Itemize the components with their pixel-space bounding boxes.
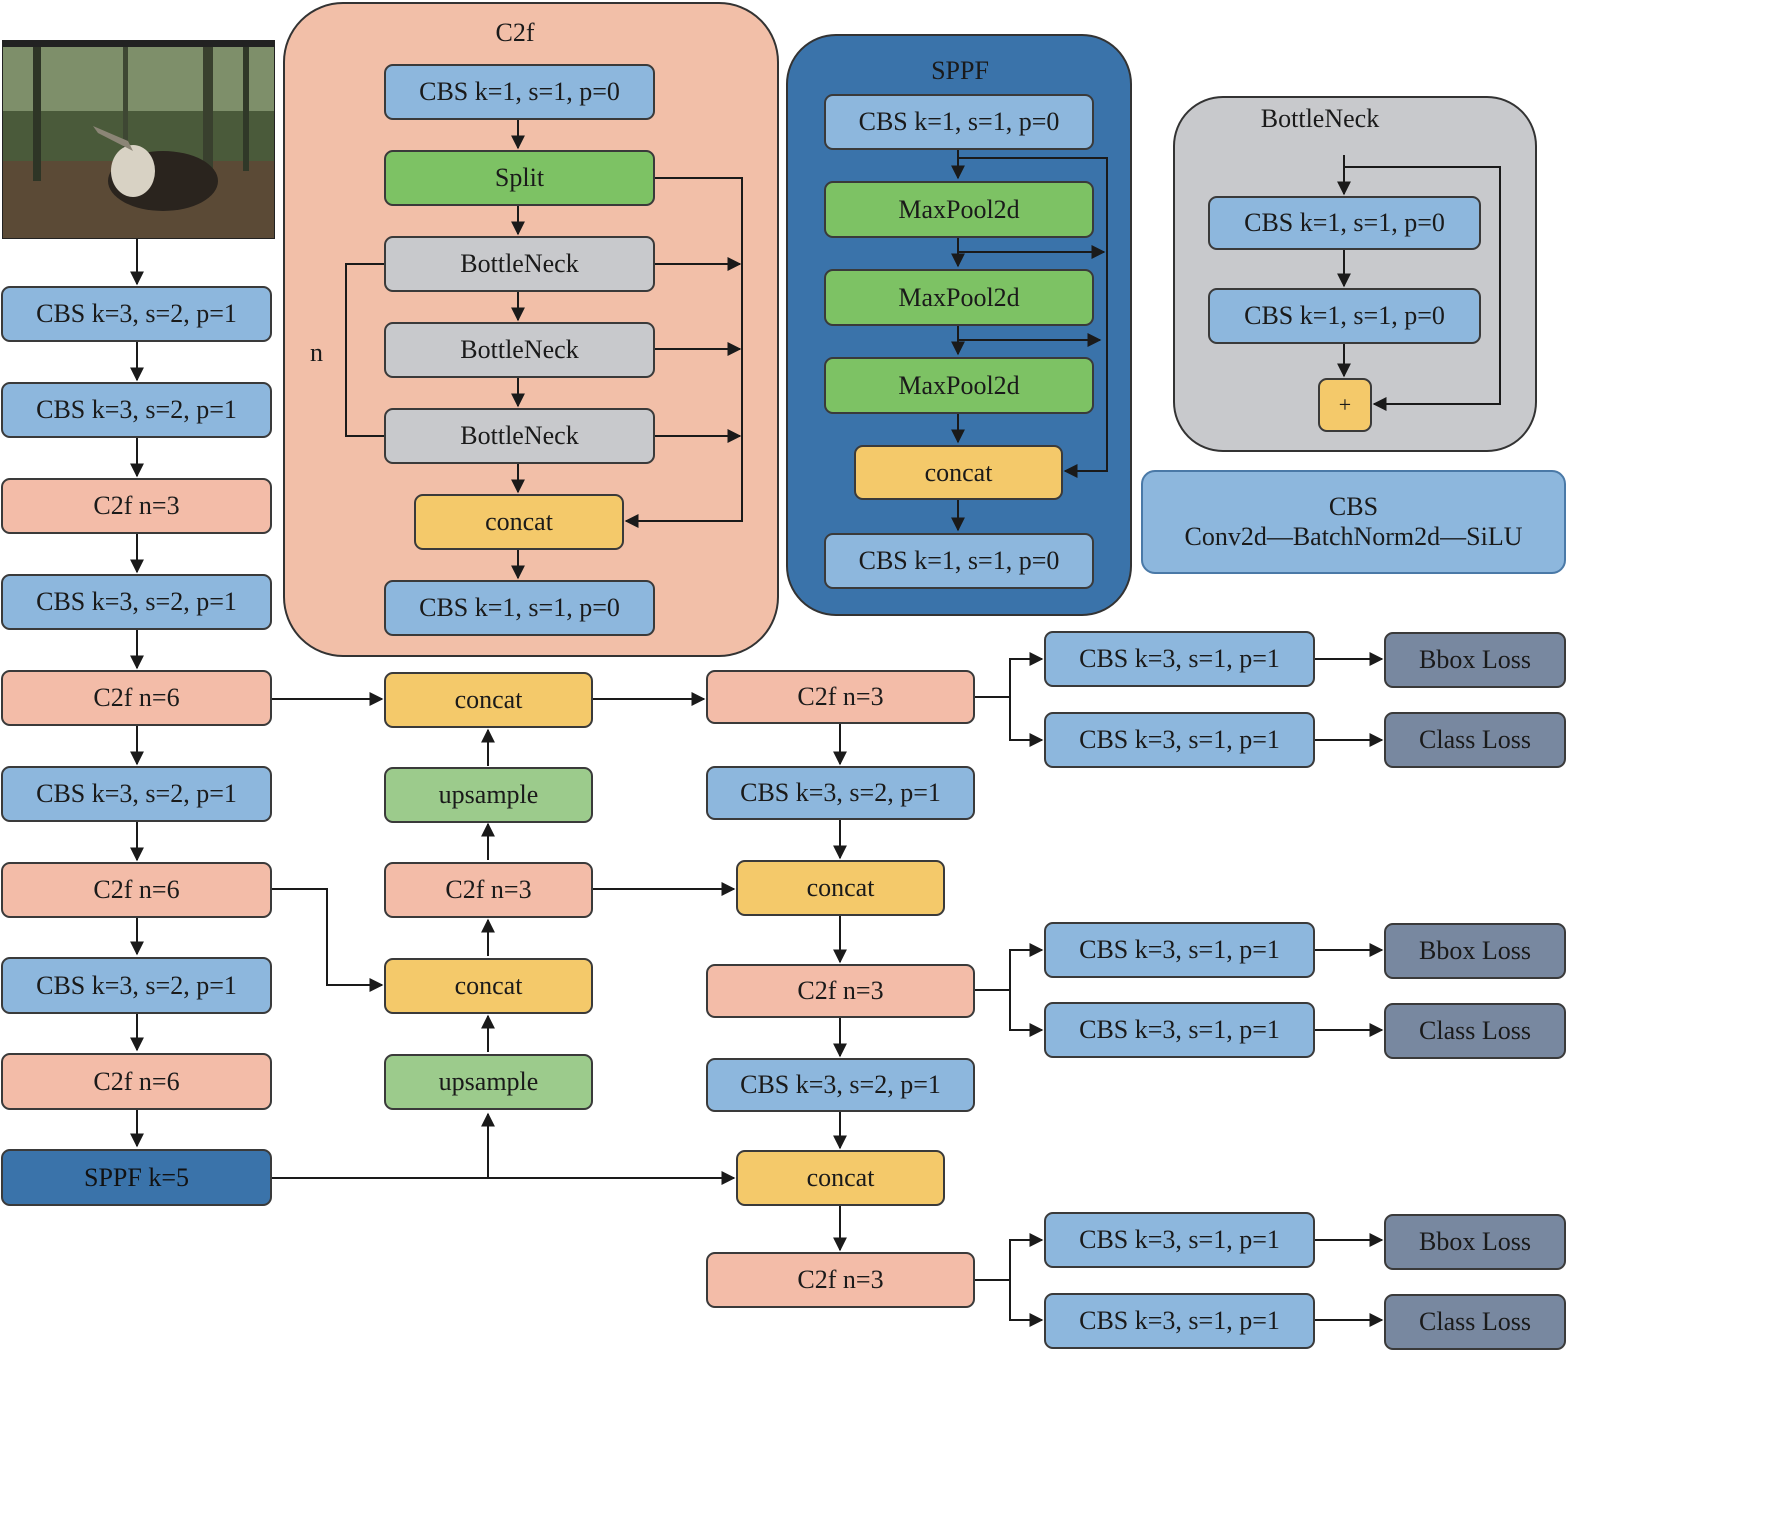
head-c2f-c: C2f n=3 [706, 1252, 975, 1308]
bottleneck-module-cbs-2: CBS k=1, s=1, p=0 [1208, 288, 1481, 344]
backbone-cbs-2: CBS k=3, s=2, p=1 [1, 382, 272, 438]
det3-cbs-bottom: CBS k=3, s=1, p=1 [1044, 1293, 1315, 1349]
det1-bbox-loss: Bbox Loss [1384, 632, 1566, 688]
neck-upsample-bottom: upsample [384, 1054, 593, 1110]
sppf-module-cbs-out: CBS k=1, s=1, p=0 [824, 533, 1094, 589]
sppf-module-cbs-in: CBS k=1, s=1, p=0 [824, 94, 1094, 150]
head-cbs-a: CBS k=3, s=2, p=1 [706, 766, 975, 820]
c2f-module-cbs-in: CBS k=1, s=1, p=0 [384, 64, 655, 120]
sppf-module-maxpool-1: MaxPool2d [824, 181, 1094, 238]
bottleneck-module-cbs-1: CBS k=1, s=1, p=0 [1208, 196, 1481, 250]
backbone-cbs-4: CBS k=3, s=2, p=1 [1, 766, 272, 822]
input-camera-trap-image [2, 40, 275, 239]
c2f-module-cbs-out: CBS k=1, s=1, p=0 [384, 580, 655, 636]
backbone-c2f-3: C2f n=6 [1, 862, 272, 918]
det1-cbs-top: CBS k=3, s=1, p=1 [1044, 631, 1315, 687]
c2f-module-bottleneck-2: BottleNeck [384, 322, 655, 378]
cbs-legend: CBS Conv2d—BatchNorm2d—SiLU [1141, 470, 1566, 574]
det2-bbox-loss: Bbox Loss [1384, 923, 1566, 979]
c2f-module-bottleneck-1: BottleNeck [384, 236, 655, 292]
c2f-module-split: Split [384, 150, 655, 206]
head-c2f-b: C2f n=3 [706, 964, 975, 1018]
cbs-legend-definition: Conv2d—BatchNorm2d—SiLU [1184, 522, 1523, 551]
neck-concat-top: concat [384, 672, 593, 728]
c2f-module-concat: concat [414, 494, 624, 550]
bottleneck-module-add: + [1318, 378, 1372, 432]
sppf-module-maxpool-2: MaxPool2d [824, 269, 1094, 326]
backbone-sppf: SPPF k=5 [1, 1149, 272, 1206]
det2-class-loss: Class Loss [1384, 1003, 1566, 1059]
det2-cbs-bottom: CBS k=3, s=1, p=1 [1044, 1002, 1315, 1058]
c2f-module-bottleneck-3: BottleNeck [384, 408, 655, 464]
sppf-module-maxpool-3: MaxPool2d [824, 357, 1094, 414]
cbs-legend-title: CBS [1328, 492, 1379, 521]
head-concat-a: concat [736, 860, 945, 916]
neck-concat-mid: concat [384, 958, 593, 1014]
c2f-module-title: C2f [495, 18, 535, 47]
neck-upsample-top: upsample [384, 767, 593, 823]
backbone-cbs-3: CBS k=3, s=2, p=1 [1, 574, 272, 630]
head-c2f-a: C2f n=3 [706, 670, 975, 724]
backbone-c2f-1: C2f n=3 [1, 478, 272, 534]
connection-lines [130, 120, 1501, 1327]
det1-class-loss: Class Loss [1384, 712, 1566, 768]
backbone-cbs-1: CBS k=3, s=2, p=1 [1, 286, 272, 342]
det2-cbs-top: CBS k=3, s=1, p=1 [1044, 922, 1315, 978]
bottleneck-module-title: BottleNeck [1260, 104, 1380, 133]
backbone-c2f-2: C2f n=6 [1, 670, 272, 726]
det1-cbs-bottom: CBS k=3, s=1, p=1 [1044, 712, 1315, 768]
head-concat-b: concat [736, 1150, 945, 1206]
det3-class-loss: Class Loss [1384, 1294, 1566, 1350]
head-cbs-b: CBS k=3, s=2, p=1 [706, 1058, 975, 1112]
backbone-c2f-4: C2f n=6 [1, 1053, 272, 1110]
det3-cbs-top: CBS k=3, s=1, p=1 [1044, 1212, 1315, 1268]
det3-bbox-loss: Bbox Loss [1384, 1214, 1566, 1270]
sppf-module-concat: concat [854, 445, 1063, 500]
backbone-cbs-5: CBS k=3, s=2, p=1 [1, 957, 272, 1014]
sppf-module-title: SPPF [931, 56, 989, 85]
neck-c2f: C2f n=3 [384, 862, 593, 918]
c2f-module-repeat-label: n [310, 338, 323, 367]
